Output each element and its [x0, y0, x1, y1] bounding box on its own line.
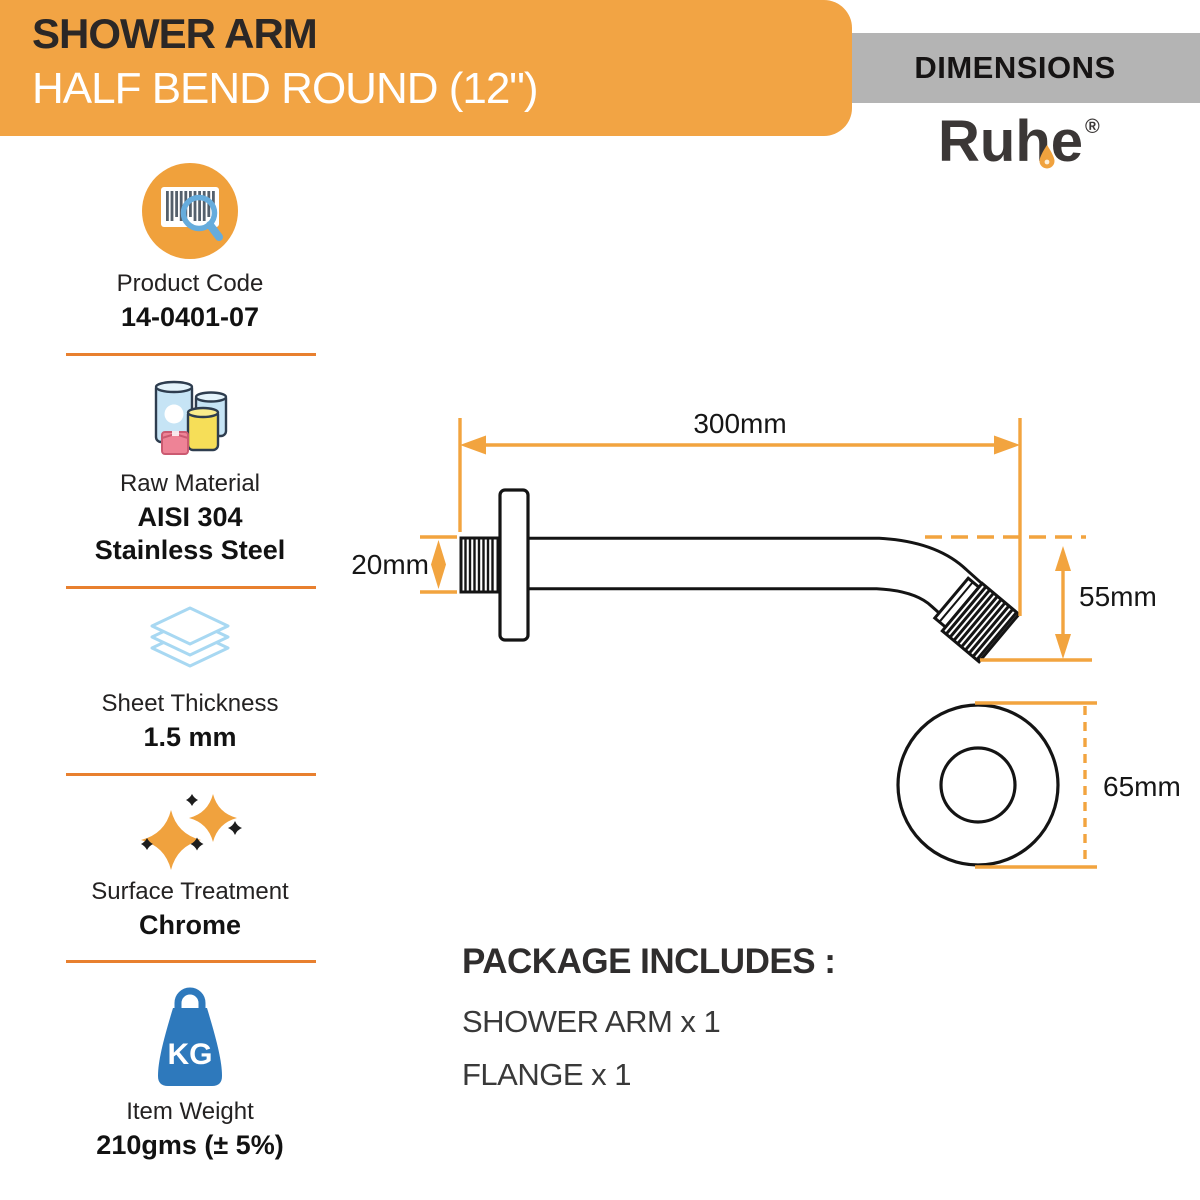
barcode-icon: [142, 163, 238, 259]
spec-value: Chrome: [138, 909, 241, 940]
shower-arm-outline: [528, 536, 986, 625]
spec-raw-material: Raw Material AISI 304 Stainless Steel: [40, 374, 340, 568]
surface-treatment-icon: [141, 794, 242, 870]
package-item: FLANGE x 1: [462, 1057, 632, 1092]
package-item: SHOWER ARM x 1: [462, 1004, 721, 1039]
divider: [66, 586, 316, 589]
package-includes: PACKAGE INCLUDES : SHOWER ARM x 1 FLANGE…: [462, 942, 836, 1093]
sheet-thickness-icon: [150, 606, 230, 668]
length-dimension-label: 300mm: [693, 408, 786, 439]
dimensions-label: DIMENSIONS: [914, 50, 1116, 85]
water-drop-icon: [1039, 145, 1055, 169]
spec-value-2: Stainless Steel: [94, 535, 286, 566]
spec-label: Raw Material: [119, 470, 261, 497]
spec-value: 210gms (± 5%): [96, 1129, 284, 1160]
spec-label: Surface Treatment: [91, 878, 289, 905]
item-weight-icon: KG: [158, 987, 222, 1086]
spec-value: 1.5 mm: [143, 721, 237, 752]
divider: [66, 353, 316, 356]
spec-item-weight: KG Item Weight 210gms (± 5%): [40, 982, 340, 1162]
product-title: SHOWER ARM: [32, 10, 318, 57]
flange-side-view: [498, 488, 530, 642]
spec-label: Sheet Thickness: [101, 690, 279, 717]
inlet-thread: [459, 536, 500, 594]
spec-value: 14-0401-07: [120, 301, 260, 332]
spec-label: Item Weight: [126, 1098, 254, 1125]
dimension-arrowheads: [431, 435, 1071, 659]
spec-value: AISI 304: [137, 501, 243, 532]
raw-material-icon: [154, 380, 228, 455]
dimensions-banner: DIMENSIONS: [830, 33, 1200, 103]
product-subtitle: HALF BEND ROUND (12"): [32, 64, 539, 113]
title-banner: SHOWER ARM HALF BEND ROUND (12"): [0, 0, 852, 136]
package-title: PACKAGE INCLUDES :: [462, 942, 836, 981]
registered-mark: ®: [1085, 116, 1100, 138]
spec-sheet-thickness: Sheet Thickness 1.5 mm: [40, 600, 340, 754]
brand-logo: Ruhe®: [938, 108, 1158, 188]
dimension-lines: [420, 418, 1097, 869]
technical-drawing: 300mm 20mm 55mm 65mm: [351, 408, 1181, 869]
divider: [66, 773, 316, 776]
spec-surface-treatment: Surface Treatment Chrome: [40, 792, 340, 942]
divider: [66, 960, 316, 963]
kg-badge: KG: [168, 1038, 213, 1071]
outlet-thread: [932, 576, 1022, 664]
spec-product-code: Product Code 14-0401-07: [40, 160, 340, 334]
flange-front-view: [896, 703, 1060, 867]
drop-dimension-label: 55mm: [1079, 581, 1157, 612]
inlet-dimension-label: 20mm: [351, 549, 429, 580]
brand-name: Ruhe®: [938, 109, 1100, 174]
spec-label: Product Code: [116, 270, 264, 297]
flange-dimension-label: 65mm: [1103, 771, 1181, 802]
